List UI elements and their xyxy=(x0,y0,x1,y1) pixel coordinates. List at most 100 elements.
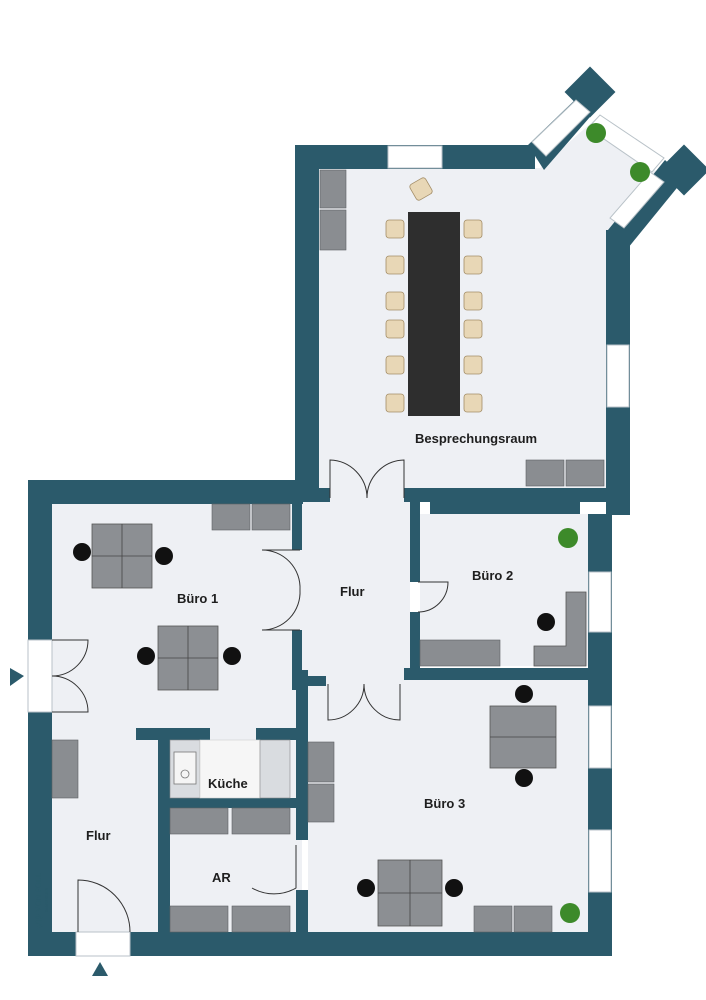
wall-top-buero1 xyxy=(28,480,303,504)
cabinet xyxy=(319,209,347,251)
logo-initials: VP xyxy=(32,914,46,930)
office-chair xyxy=(515,769,533,787)
door-ar[interactable] xyxy=(251,845,297,895)
door-meeting-left[interactable] xyxy=(329,459,368,499)
entrance-arrow-bottom-icon xyxy=(92,962,108,976)
chair xyxy=(385,219,405,239)
chair xyxy=(409,177,433,201)
conference-table xyxy=(408,212,460,416)
wall-bottom-right xyxy=(130,932,610,956)
plant-icon xyxy=(560,903,580,923)
office-chair xyxy=(537,613,555,631)
logo-name: VON POLL xyxy=(34,873,43,912)
desks xyxy=(73,523,587,927)
label-buero1: Büro 1 xyxy=(177,591,218,606)
wall-buero2-left xyxy=(410,502,420,582)
window-buero3-right-2 xyxy=(588,829,612,893)
chair xyxy=(385,355,405,375)
cabinet xyxy=(169,905,229,933)
sink-icon xyxy=(173,751,197,785)
cabinet xyxy=(419,639,501,667)
windows xyxy=(27,99,665,957)
door-buero3-right[interactable] xyxy=(363,683,401,721)
wall-buero1-right-lower xyxy=(292,630,302,690)
floor-left-block xyxy=(50,504,302,932)
wall-kueche-top-r xyxy=(256,728,300,740)
cabinet xyxy=(231,807,291,835)
door-buero2[interactable] xyxy=(417,581,449,613)
door-meeting-right[interactable] xyxy=(366,459,405,499)
door-entrance-left-top[interactable] xyxy=(51,639,89,677)
cabinet xyxy=(211,503,251,531)
conference-chairs xyxy=(385,177,483,413)
wall-bottom-left xyxy=(28,932,76,956)
cabinets xyxy=(51,169,605,933)
chair xyxy=(463,355,483,375)
label-flur-upper: Flur xyxy=(340,584,365,599)
cabinet xyxy=(51,739,79,799)
chair xyxy=(385,393,405,413)
door-entrance-bottom[interactable] xyxy=(77,879,131,933)
cabinet xyxy=(525,459,565,487)
plant-icon xyxy=(630,162,650,182)
plant-icon xyxy=(586,123,606,143)
window-diag-2 xyxy=(587,114,665,173)
plants xyxy=(558,123,650,923)
wall-buero2-left-low xyxy=(410,612,420,678)
floor-flur-center xyxy=(300,488,410,678)
entrance-markers xyxy=(10,668,108,976)
wall-kueche-bottom xyxy=(158,798,300,808)
wall-buero3-left xyxy=(296,680,308,840)
kitchen-fixtures xyxy=(169,739,291,799)
chair xyxy=(463,319,483,339)
kitchen-cabinet xyxy=(259,739,291,799)
window-meeting-top xyxy=(387,145,443,169)
logo: VP VON POLL IMMOBILIEN xyxy=(32,873,49,930)
chair xyxy=(463,219,483,239)
cabinet xyxy=(565,459,605,487)
entrance-left-gap xyxy=(27,639,53,713)
window-diag-3 xyxy=(609,171,665,229)
office-chair xyxy=(223,647,241,665)
room-labels: Besprechungsraum Büro 1 Büro 2 Büro 3 Fl… xyxy=(86,431,537,885)
door-buero1-bottom[interactable] xyxy=(261,589,301,631)
cabinet xyxy=(231,905,291,933)
cabinet xyxy=(473,905,513,933)
entrance-bottom-gap xyxy=(75,931,131,957)
wall-meeting-bottom-right xyxy=(404,488,630,502)
office-chair xyxy=(137,647,155,665)
chair xyxy=(385,291,405,311)
window-buero2-right xyxy=(588,571,612,633)
entrance-arrow-left-icon xyxy=(10,668,24,686)
cabinet xyxy=(307,783,335,823)
door-entrance-left-bottom[interactable] xyxy=(51,675,89,713)
wall-kueche-left xyxy=(158,728,170,934)
wall-left-meeting xyxy=(295,145,319,497)
label-kueche: Küche xyxy=(208,776,248,791)
plant-icon xyxy=(558,528,578,548)
label-besprechungsraum: Besprechungsraum xyxy=(415,431,537,446)
corner-block-2 xyxy=(658,144,706,196)
wall-buero2-bottom xyxy=(404,668,590,680)
label-flur-lower: Flur xyxy=(86,828,111,843)
office-chair xyxy=(515,685,533,703)
conference-set xyxy=(385,177,483,416)
chair xyxy=(463,255,483,275)
window-buero3-right-1 xyxy=(588,705,612,769)
logo-sub: IMMOBILIEN xyxy=(44,887,49,912)
door-buero1-top[interactable] xyxy=(261,549,301,591)
chair xyxy=(385,255,405,275)
cabinet xyxy=(319,169,347,209)
label-buero3: Büro 3 xyxy=(424,796,465,811)
wall-meeting-bottom-left xyxy=(295,488,330,502)
chair xyxy=(463,291,483,311)
wall-kueche-top xyxy=(136,728,210,740)
office-chair xyxy=(445,879,463,897)
wall-diag-right xyxy=(608,160,685,248)
wall-buero1-right-upper xyxy=(292,502,302,550)
wall-left-lower xyxy=(28,712,52,956)
wall-buero3-left-low xyxy=(296,890,308,934)
cabinet xyxy=(251,503,291,531)
door-buero3-left[interactable] xyxy=(327,683,365,721)
